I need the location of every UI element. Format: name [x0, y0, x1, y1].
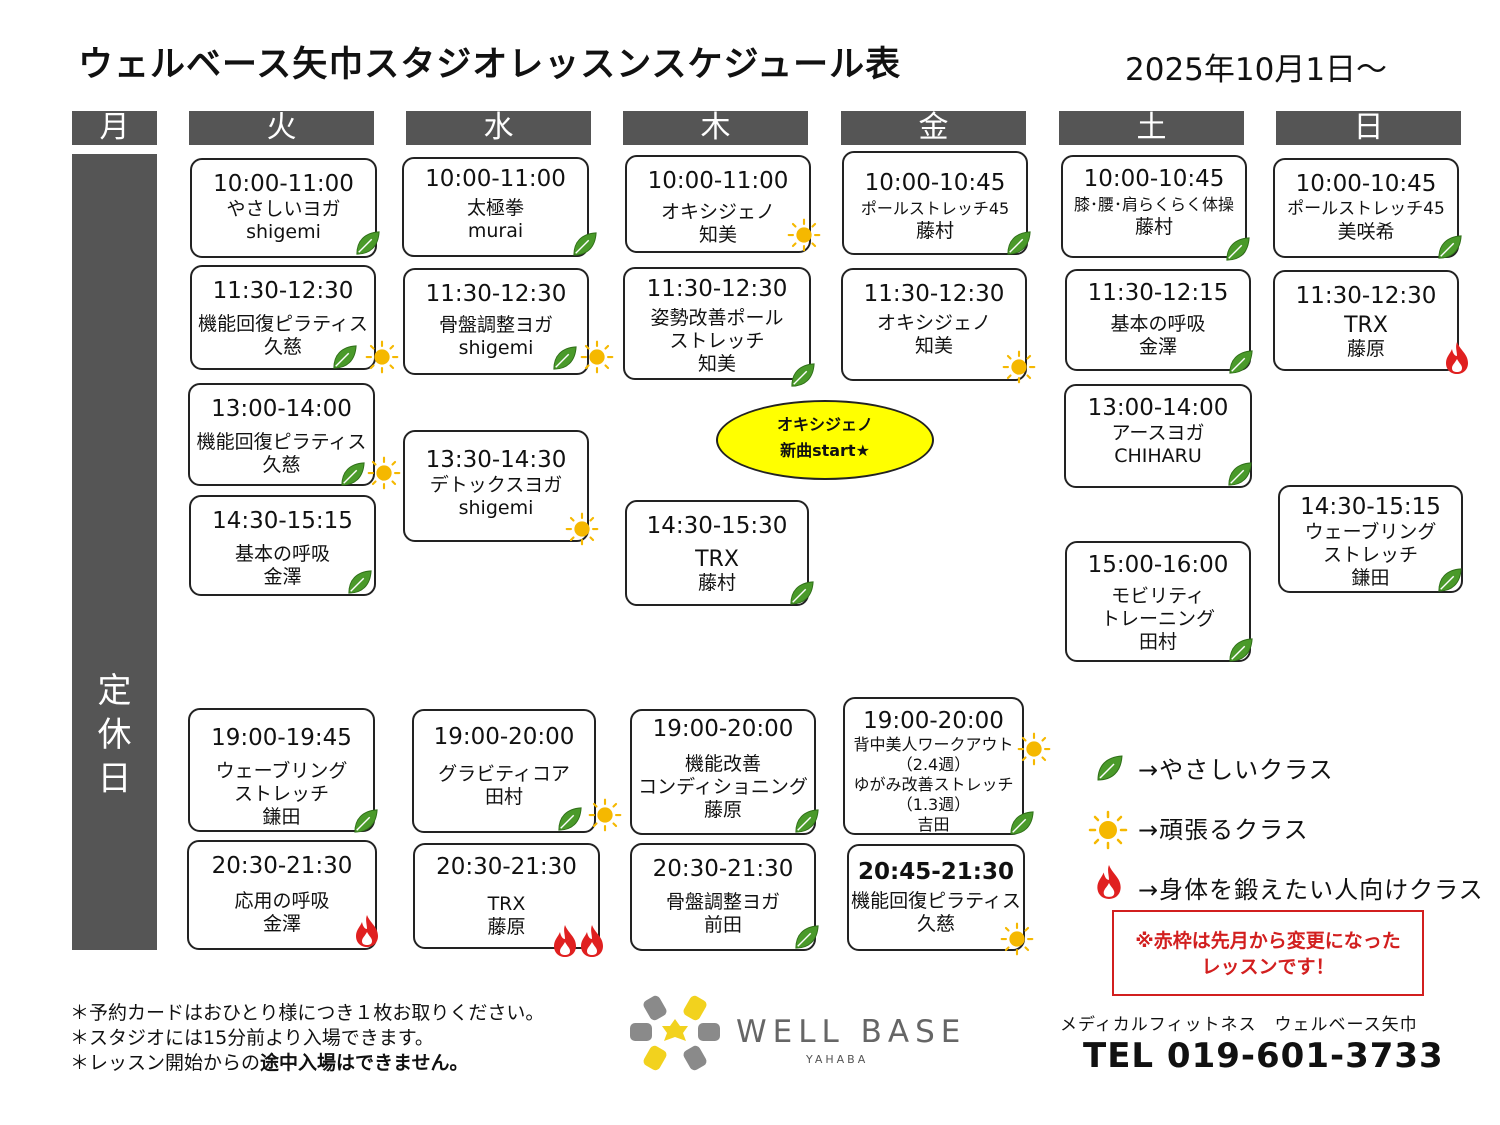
page-title: ウェルベース矢巾スタジオレッスンスケジュール表: [78, 45, 902, 85]
lesson-card[interactable]: 11:30-12:30 機能回復ピラティス 久慈: [190, 265, 376, 370]
lesson-card[interactable]: 11:30-12:30 TRX 藤原: [1273, 270, 1459, 371]
lesson-card[interactable]: 13:00-14:00 機能回復ピラティス 久慈: [188, 383, 375, 486]
lesson-card[interactable]: 10:00-10:45 膝･腰･肩らくらく体操 藤村: [1061, 155, 1247, 258]
special-announcement-badge: オキシジェノ 新曲start★: [716, 400, 934, 480]
lesson-card[interactable]: 19:00-20:00 グラビティコア 田村: [412, 709, 596, 833]
sun-icon: [367, 456, 401, 490]
lesson-card[interactable]: 15:00-16:00 モビリティ トレーニング 田村: [1065, 541, 1251, 662]
lesson-card[interactable]: 10:00-11:00 太極拳 murai: [402, 157, 589, 257]
logo-subtitle: YAHABA: [806, 1053, 869, 1066]
lesson-card[interactable]: 13:00-14:00 アースヨガ CHIHARU: [1064, 384, 1252, 488]
note-reservation-card: ＊予約カードはおひとり様につき１枚お取りください。: [70, 1002, 545, 1024]
leaf-icon: [795, 925, 819, 949]
leaf-icon: [341, 462, 365, 486]
legend-effort-class: →頑張るクラス: [1138, 816, 1309, 844]
fire-icon: [554, 925, 576, 957]
sun-icon: [1002, 350, 1036, 384]
schedule-start-date: 2025年10月1日～: [1125, 52, 1388, 88]
leaf-icon: [1438, 568, 1462, 592]
leaf-icon: [1097, 755, 1123, 781]
leaf-icon: [790, 581, 814, 605]
leaf-icon: [333, 345, 357, 369]
sun-icon: [1000, 922, 1034, 956]
lesson-card[interactable]: 11:30-12:15 基本の呼吸 金澤: [1065, 269, 1251, 371]
note-entry-time: ＊スタジオには15分前より入場できます。: [70, 1027, 434, 1049]
lesson-card[interactable]: 13:30-14:30 デトックスヨガ shigemi: [403, 430, 589, 542]
note-late-entry: ＊レッスン開始からの途中入場はできません。: [70, 1052, 469, 1074]
lesson-card[interactable]: 10:00-11:00 やさしいヨガ shigemi: [190, 158, 377, 258]
lesson-card[interactable]: 14:30-15:15 ウェーブリング ストレッチ 鎌田: [1278, 485, 1463, 593]
leaf-icon: [348, 570, 372, 594]
lesson-card[interactable]: 10:00-11:00 オキシジェノ 知美: [625, 155, 811, 253]
leaf-icon: [795, 809, 819, 833]
leaf-icon: [573, 232, 597, 256]
lesson-card[interactable]: 10:00-10:45 ポールストレッチ45 藤村: [842, 151, 1028, 255]
leaf-icon: [1228, 462, 1252, 486]
lesson-card[interactable]: 11:30-12:30 姿勢改善ポール ストレッチ 知美: [623, 267, 811, 380]
leaf-icon: [1229, 638, 1253, 662]
day-header-mon: 月: [72, 111, 157, 145]
lesson-card[interactable]: 19:00-19:45 ウェーブリング ストレッチ 鎌田: [188, 708, 375, 832]
sun-icon: [365, 340, 399, 374]
leaf-icon: [1438, 235, 1462, 259]
leaf-icon: [558, 807, 582, 831]
lesson-card[interactable]: 20:30-21:30 TRX 藤原: [413, 843, 600, 949]
leaf-icon: [1010, 811, 1034, 835]
legend-hard-class: →身体を鍛えたい人向けクラス: [1138, 876, 1484, 904]
change-notice: ※赤枠は先月から変更になった レッスンです！: [1112, 910, 1424, 996]
lesson-card[interactable]: 19:00-20:00 機能改善 コンディショニング 藤原: [630, 709, 816, 835]
sun-icon: [565, 512, 599, 546]
closed-label: 定 休 日: [97, 671, 132, 799]
monday-closed-column: 定 休 日: [72, 154, 157, 950]
company-name: メディカルフィットネス ウェルベース矢巾: [1060, 1015, 1418, 1035]
lesson-card[interactable]: 20:30-21:30 応用の呼吸 金澤: [187, 840, 377, 950]
legend-easy-class: →やさしいクラス: [1138, 756, 1334, 784]
phone-number[interactable]: TEL 019-601-3733: [1083, 1036, 1444, 1076]
lesson-card[interactable]: 14:30-15:15 基本の呼吸 金澤: [189, 495, 376, 596]
leaf-icon: [553, 346, 577, 370]
leaf-icon: [1007, 231, 1031, 255]
lesson-card[interactable]: 10:00-10:45 ポールストレッチ45 美咲希: [1273, 158, 1459, 258]
sun-icon: [580, 340, 614, 374]
leaf-icon: [354, 809, 378, 833]
fire-icon: [356, 915, 378, 947]
sun-icon: [1017, 732, 1051, 766]
fire-icon: [1446, 342, 1468, 374]
lesson-card[interactable]: 19:00-20:00 背中美人ワークアウト （2.4週） ゆがみ改善ストレッチ…: [843, 697, 1024, 835]
leaf-icon: [1226, 237, 1250, 261]
day-header-wed: 水: [406, 111, 591, 145]
logo-wordmark: WELL BASE: [736, 1014, 967, 1050]
lesson-card[interactable]: 20:45-21:30 機能回復ピラティス 久慈: [847, 844, 1025, 951]
wellbase-logo-icon: [630, 995, 720, 1071]
day-header-sat: 土: [1059, 111, 1244, 145]
fire-icon: [1097, 865, 1121, 899]
leaf-icon: [791, 363, 815, 387]
sun-icon: [588, 798, 622, 832]
day-header-fri: 金: [841, 111, 1026, 145]
day-header-sun: 日: [1276, 111, 1461, 145]
leaf-icon: [356, 231, 380, 255]
day-header-tue: 火: [189, 111, 374, 145]
lesson-card[interactable]: 11:30-12:30 オキシジェノ 知美: [841, 268, 1027, 381]
sun-icon: [1088, 810, 1128, 850]
lesson-card[interactable]: 20:30-21:30 骨盤調整ヨガ 前田: [630, 843, 816, 951]
leaf-icon: [1229, 350, 1253, 374]
fire-icon: [581, 925, 603, 957]
lesson-card[interactable]: 14:30-15:30 TRX 藤村: [625, 500, 809, 606]
sun-icon: [787, 218, 821, 252]
day-header-thu: 木: [623, 111, 808, 145]
